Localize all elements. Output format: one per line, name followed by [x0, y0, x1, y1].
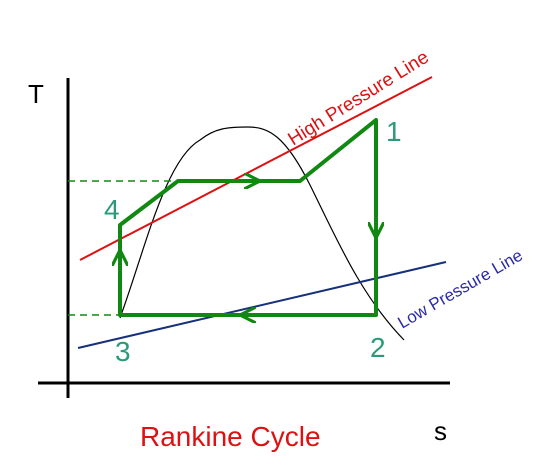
point-label-2: 2 — [370, 332, 386, 363]
low-pressure-line — [77, 261, 447, 349]
point-label-4: 4 — [104, 194, 120, 225]
diagram-caption: Rankine Cycle — [140, 421, 321, 452]
x-axis-label: s — [434, 416, 447, 446]
point-label-1: 1 — [386, 116, 402, 147]
high-pressure-line — [79, 76, 433, 261]
cycle-path — [118, 118, 378, 317]
saturation-dome — [119, 126, 405, 341]
low-pressure-label: Low Pressure Line — [395, 246, 526, 333]
y-axis-label: T — [28, 79, 44, 109]
point-label-3: 3 — [115, 336, 131, 367]
